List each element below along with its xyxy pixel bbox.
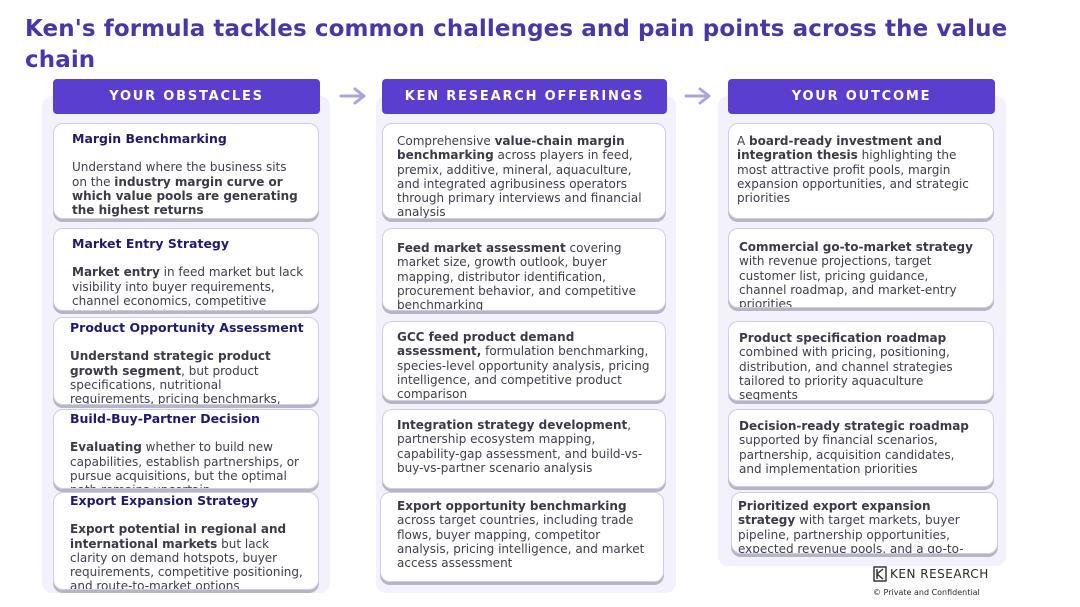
body-text: A: [737, 134, 750, 148]
offering-body: GCC feed product demand assessment, form…: [397, 330, 651, 401]
page-title: Ken's formula tackles common challenges …: [25, 16, 1008, 73]
body-text: in feed market but lack visibility into …: [72, 265, 304, 310]
obstacle-title: Product Opportunity Assessment: [70, 320, 304, 335]
offering-card: Feed market assessment covering market s…: [382, 228, 666, 311]
offering-body: Feed market assessment covering market s…: [397, 241, 651, 311]
obstacle-title: Market Entry Strategy: [72, 236, 230, 251]
body-text: Understand where the business sits on th…: [72, 160, 287, 189]
copyright-text: © Private and Confidential: [873, 588, 980, 597]
bold-text: Commercial go-to-market strategy: [739, 240, 973, 254]
bold-text: GCC feed product demand assessment,: [397, 330, 575, 359]
obstacle-card: Export Expansion Strategy Export potenti…: [53, 492, 319, 590]
outcome-card: Decision-ready strategic roadmap support…: [728, 409, 994, 487]
outcome-card: Prioritized export expansion strategy wi…: [731, 492, 998, 554]
body-text: across players in feed, premix, additive…: [397, 148, 642, 219]
bold-text: Decision-ready strategic roadmap: [739, 419, 969, 433]
obstacle-body: Market entry in feed market but lack vis…: [72, 265, 304, 310]
arrow-right-icon: [684, 87, 711, 105]
outcome-body: Prioritized export expansion strategy wi…: [738, 499, 983, 554]
bold-text: Feed market assessment: [397, 241, 566, 255]
obstacle-card: Product Opportunity Assessment Understan…: [53, 317, 319, 405]
offering-card: Comprehensive value-chain margin benchma…: [382, 123, 666, 219]
bold-text: Market entry: [72, 265, 160, 280]
obstacle-body: Understand where the business sits on th…: [72, 160, 304, 217]
outcome-header: YOUR OUTCOME: [728, 79, 995, 114]
outcome-card: Commercial go-to-market strategy with re…: [728, 228, 994, 308]
body-text: with target markets, buyer pipeline, par…: [738, 513, 964, 554]
obstacles-header: YOUR OBSTACLES: [53, 79, 320, 114]
obstacle-title: Export Expansion Strategy: [70, 493, 259, 508]
outcome-card: A board-ready investment and integration…: [728, 123, 994, 219]
body-text: supported by financial scenarios, partne…: [739, 433, 955, 476]
offering-body: Integration strategy development, partne…: [397, 418, 651, 475]
bold-text: Understand strategic product growth segm…: [70, 349, 271, 378]
body-text: combined with pricing, positioning, dist…: [739, 345, 953, 401]
body-text: whether to build new capabilities, estab…: [70, 440, 299, 488]
obstacle-title: Margin Benchmarking: [72, 131, 227, 146]
body-text: Comprehensive: [397, 134, 495, 148]
obstacle-title: Build-Buy-Partner Decision: [70, 411, 260, 426]
bold-text: Evaluating: [70, 440, 142, 455]
bold-text: industry margin curve or which value poo…: [72, 174, 298, 218]
body-text: covering market size, growth outlook, bu…: [397, 241, 636, 311]
obstacle-body: Evaluating whether to build new capabili…: [70, 440, 304, 488]
body-text: , partnership ecosystem mapping, capabil…: [397, 418, 643, 475]
obstacle-body: Understand strategic product growth segm…: [70, 349, 304, 405]
bold-text: board-ready investment and integration t…: [737, 134, 943, 163]
bold-text: Export opportunity benchmarking: [397, 499, 627, 513]
outcome-body: Decision-ready strategic roadmap support…: [739, 419, 979, 476]
outcome-body: Product specification roadmap combined w…: [739, 331, 979, 401]
bold-text: Integration strategy development: [397, 418, 628, 432]
logo-text: KEN RESEARCH: [890, 567, 989, 581]
offering-card: Export opportunity benchmarking across t…: [380, 492, 664, 582]
offering-card: Integration strategy development, partne…: [382, 409, 666, 489]
ken-research-logo-icon: [873, 566, 887, 582]
bold-text: Prioritized export expansion strategy: [738, 499, 931, 528]
body-text: but lack clarity on demand hotspots, buy…: [70, 536, 303, 590]
outcome-card: Product specification roadmap combined w…: [728, 321, 994, 401]
arrow-right-icon: [339, 87, 366, 105]
bold-text: Product specification roadmap: [739, 331, 947, 345]
offering-card: GCC feed product demand assessment, form…: [382, 321, 666, 401]
ken-research-logo: KEN RESEARCH: [873, 565, 989, 583]
bold-text: Export potential in regional and interna…: [70, 522, 287, 551]
outcome-body: A board-ready investment and integration…: [737, 134, 979, 205]
obstacle-card: Build-Buy-Partner Decision Evaluating wh…: [53, 409, 319, 489]
body-text: formulation benchmarking, species-level …: [397, 344, 650, 401]
body-text: across target countries, including trade…: [397, 513, 645, 571]
bold-text: value-chain margin benchmarking: [397, 134, 625, 163]
body-text: with revenue projections, target custome…: [739, 254, 957, 308]
obstacle-card: Margin Benchmarking Understand where the…: [53, 123, 319, 219]
body-text: , but product specifications, nutritiona…: [70, 363, 281, 405]
body-text: highlighting the most attractive profit …: [737, 148, 969, 206]
obstacle-card: Market Entry Strategy Market entry in fe…: [53, 228, 319, 311]
outcome-body: Commercial go-to-market strategy with re…: [739, 240, 979, 308]
offering-body: Export opportunity benchmarking across t…: [397, 499, 649, 570]
offering-body: Comprehensive value-chain margin benchma…: [397, 134, 651, 219]
obstacle-body: Export potential in regional and interna…: [70, 522, 304, 590]
offerings-header: KEN RESEARCH OFFERINGS: [382, 79, 667, 114]
